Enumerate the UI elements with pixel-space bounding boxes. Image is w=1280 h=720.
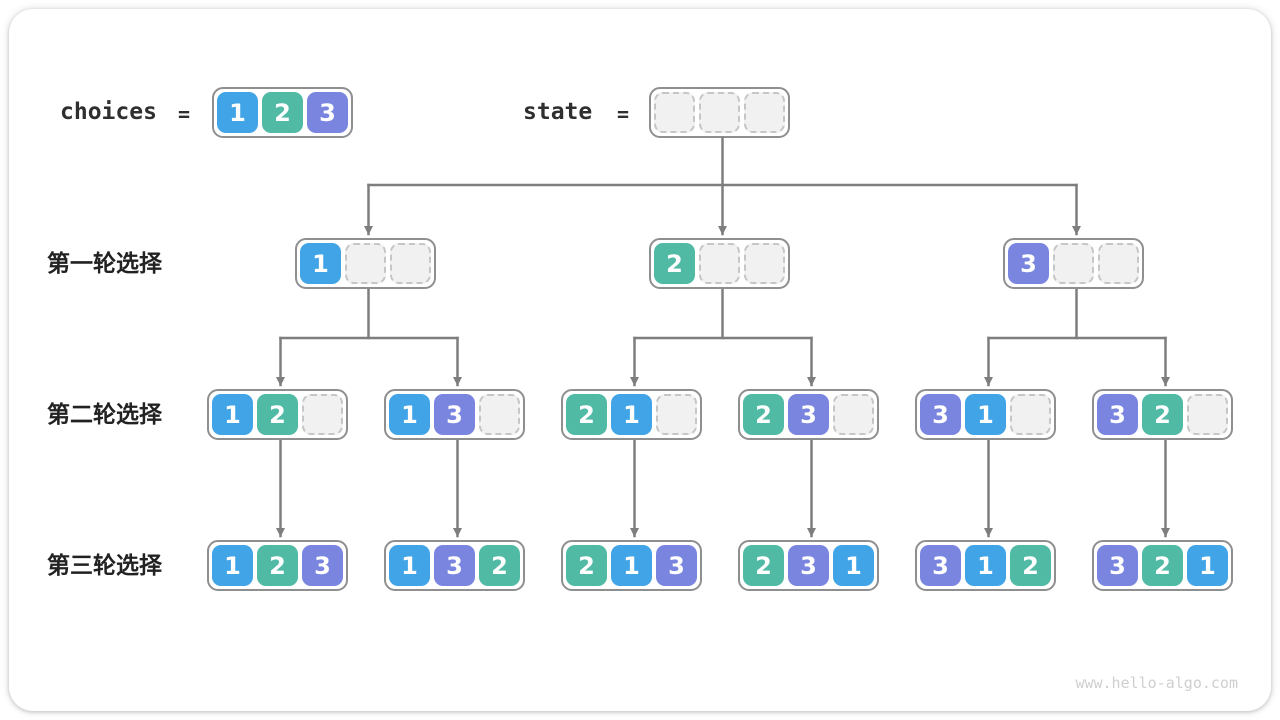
value-cell: 3 bbox=[307, 92, 348, 133]
empty-slot bbox=[1187, 394, 1228, 435]
value-cell: 3 bbox=[920, 545, 961, 586]
value-cell: 3 bbox=[1008, 243, 1049, 284]
state-array bbox=[649, 87, 790, 138]
value-cell: 1 bbox=[965, 545, 1006, 586]
empty-slot bbox=[656, 394, 697, 435]
state-node-r1-1: 1 bbox=[295, 238, 436, 289]
empty-slot bbox=[833, 394, 874, 435]
empty-slot bbox=[699, 92, 740, 133]
value-cell: 2 bbox=[566, 545, 607, 586]
value-cell: 2 bbox=[262, 92, 303, 133]
value-cell: 1 bbox=[965, 394, 1006, 435]
empty-slot bbox=[654, 92, 695, 133]
empty-slot bbox=[302, 394, 343, 435]
choices-label: choices bbox=[60, 99, 157, 125]
value-cell: 1 bbox=[300, 243, 341, 284]
value-cell: 2 bbox=[654, 243, 695, 284]
round-label-3: 第三轮选择 bbox=[47, 552, 162, 579]
value-cell: 3 bbox=[434, 545, 475, 586]
value-cell: 3 bbox=[1097, 545, 1138, 586]
empty-slot bbox=[1098, 243, 1139, 284]
state-node-r1-2: 2 bbox=[649, 238, 790, 289]
value-cell: 3 bbox=[1097, 394, 1138, 435]
empty-slot bbox=[744, 243, 785, 284]
value-cell: 1 bbox=[389, 545, 430, 586]
value-cell: 3 bbox=[788, 394, 829, 435]
state-equals-sign: = bbox=[617, 102, 630, 126]
value-cell: 1 bbox=[833, 545, 874, 586]
choices-equals-sign: = bbox=[178, 102, 191, 126]
round-label-1: 第一轮选择 bbox=[47, 250, 162, 277]
empty-slot bbox=[744, 92, 785, 133]
watermark: www.hello-algo.com bbox=[1075, 674, 1238, 692]
value-cell: 3 bbox=[434, 394, 475, 435]
empty-slot bbox=[1053, 243, 1094, 284]
empty-slot bbox=[1010, 394, 1051, 435]
value-cell: 2 bbox=[566, 394, 607, 435]
empty-slot bbox=[345, 243, 386, 284]
value-cell: 2 bbox=[743, 394, 784, 435]
value-cell: 3 bbox=[920, 394, 961, 435]
value-cell: 2 bbox=[257, 394, 298, 435]
diagram-card bbox=[9, 9, 1271, 711]
value-cell: 3 bbox=[302, 545, 343, 586]
value-cell: 1 bbox=[212, 394, 253, 435]
value-cell: 1 bbox=[217, 92, 258, 133]
value-cell: 1 bbox=[389, 394, 430, 435]
value-cell: 2 bbox=[1010, 545, 1051, 586]
empty-slot bbox=[699, 243, 740, 284]
value-cell: 2 bbox=[479, 545, 520, 586]
state-node-r1-3: 3 bbox=[1003, 238, 1144, 289]
round-label-2: 第二轮选择 bbox=[47, 401, 162, 428]
value-cell: 1 bbox=[611, 394, 652, 435]
value-cell: 1 bbox=[212, 545, 253, 586]
state-label: state bbox=[523, 99, 593, 125]
empty-slot bbox=[390, 243, 431, 284]
value-cell: 3 bbox=[788, 545, 829, 586]
value-cell: 3 bbox=[656, 545, 697, 586]
value-cell: 2 bbox=[743, 545, 784, 586]
value-cell: 1 bbox=[1187, 545, 1228, 586]
empty-slot bbox=[479, 394, 520, 435]
value-cell: 2 bbox=[1142, 394, 1183, 435]
value-cell: 2 bbox=[257, 545, 298, 586]
value-cell: 2 bbox=[1142, 545, 1183, 586]
value-cell: 1 bbox=[611, 545, 652, 586]
